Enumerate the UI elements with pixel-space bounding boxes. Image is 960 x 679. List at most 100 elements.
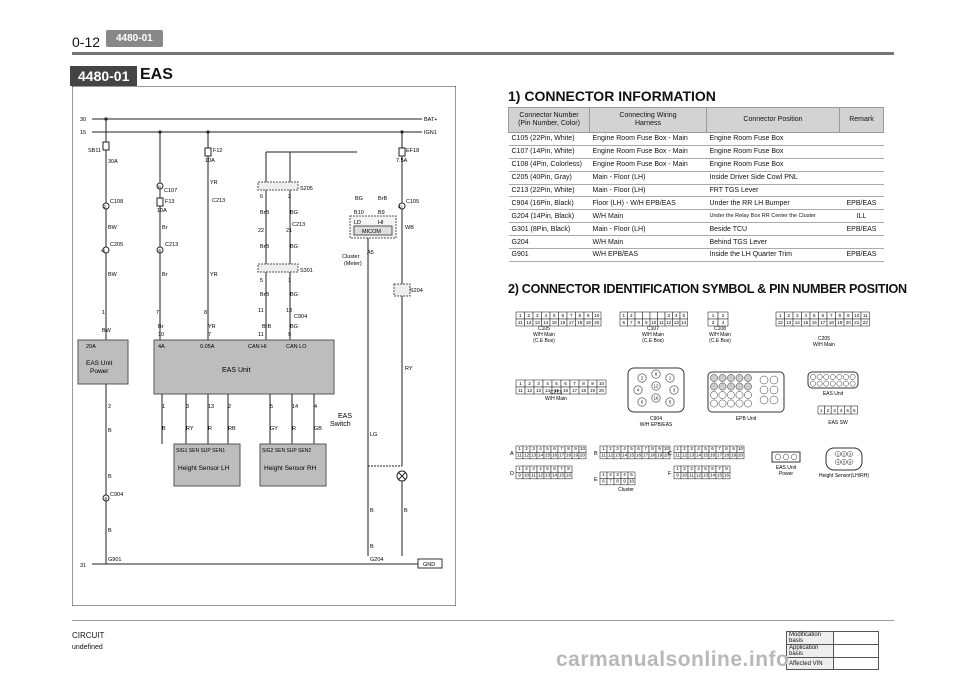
pin-label: 1 <box>102 310 105 316</box>
g204-label: G204 <box>370 557 383 563</box>
pin-number: 15 <box>554 388 560 393</box>
fuse-sb11 <box>102 141 110 151</box>
pin-number: 18 <box>581 388 587 393</box>
eas-unit-pin <box>823 374 830 380</box>
pin-number: 1 <box>518 466 521 471</box>
connector-symbol-title: 2) CONNECTOR IDENTIFICATION SYMBOL & PIN… <box>508 282 907 296</box>
pin-number: 7 <box>560 466 563 471</box>
ign-label: IGN1 <box>424 130 437 136</box>
pin-label: 14 <box>292 404 298 410</box>
pin-number: 11 <box>689 473 694 478</box>
pin-number: 21 <box>854 320 860 325</box>
pin-label: 5 <box>260 278 263 284</box>
epb-pin <box>759 385 769 395</box>
pin-number: 13 <box>536 388 542 393</box>
pin-label: 52 <box>101 248 106 253</box>
connector-pin <box>102 494 110 502</box>
pin-number: 4 <box>697 446 700 451</box>
epb-pin <box>769 375 779 385</box>
cell-remark: EPB/EAS <box>839 222 884 237</box>
pin-number: 13 <box>531 453 537 458</box>
cluster-pin <box>736 452 745 460</box>
pin-number: 2 <box>843 453 845 457</box>
epb-pin <box>759 395 769 405</box>
table-row: C105 (22Pin, White)Engine Room Fuse Box … <box>508 132 884 146</box>
fuse-f12-rating: 10A <box>205 158 215 164</box>
pin-number: 7 <box>570 313 573 318</box>
cell-harness: Engine Room Fuse Box - Main <box>589 158 707 172</box>
fuse-sb11-rating: 30A <box>108 159 118 165</box>
cell-position: Engine Room Fuse Box <box>706 132 840 146</box>
wire-brb-label: BrB <box>260 244 270 250</box>
c904-pin <box>651 369 661 379</box>
cluster-pin <box>564 472 573 480</box>
pin-number: 8 <box>567 446 570 451</box>
epb-pin <box>744 374 752 382</box>
epb-pin <box>727 399 735 408</box>
pin-number: 20 <box>738 453 744 458</box>
wire-lg-label: LG <box>370 432 377 438</box>
pin-number: 2 <box>787 313 790 318</box>
cell-remark <box>839 235 884 250</box>
pin-number: 14 <box>795 320 801 325</box>
pin-number: 10 <box>738 446 744 451</box>
epb-pin <box>727 374 735 382</box>
pin-number: 12 <box>526 320 532 325</box>
pin-number: 1 <box>676 446 679 451</box>
pin-label: 2 <box>288 194 291 200</box>
wire-bg-label: BG <box>290 244 298 250</box>
pin-number: 16 <box>563 388 569 393</box>
c213-label: C213 <box>212 198 225 204</box>
cell-connector: C205 (40Pin, Gray) <box>508 171 590 185</box>
wire-gy-label: GY <box>270 426 278 432</box>
pin-number: 9 <box>623 479 626 484</box>
pin-number: 5 <box>630 472 633 477</box>
fuse-sb11-label: SB11 <box>88 148 101 154</box>
pin-number: 15 <box>717 473 723 478</box>
basis-row: Modification basis <box>786 631 879 645</box>
cluster-connector-letter: A <box>510 451 514 457</box>
fuse-ef18-rating: 7.5A <box>396 158 408 164</box>
s205-label: S205 <box>300 186 313 192</box>
pin-number: 8 <box>582 381 585 386</box>
pin-label: 6 <box>159 248 162 253</box>
cluster-pin <box>662 452 671 460</box>
pin-label: 7 <box>208 332 211 338</box>
fuse-f13-label: F13 <box>165 199 174 205</box>
pin-label: 8 <box>204 310 207 316</box>
eas-unit-pin <box>816 374 823 380</box>
pin-number: 6 <box>564 381 567 386</box>
wire-brb-label: BrB <box>262 324 272 330</box>
pin-number: 15 <box>545 453 551 458</box>
pin-number: 2 <box>630 313 633 318</box>
cell-remark <box>839 158 884 172</box>
cluster-connector-letter: C <box>668 451 672 457</box>
pin-number: 12 <box>778 320 784 325</box>
pin-number: 7 <box>644 446 647 451</box>
cell-remark <box>839 171 884 185</box>
epb-pin <box>735 399 744 408</box>
basis-table: Modification basis Application basis Aff… <box>786 631 879 670</box>
pin-number: 10 <box>580 446 586 451</box>
c904-pin <box>651 393 661 403</box>
pin-label: 11 <box>258 308 264 314</box>
connector-pin <box>156 246 164 254</box>
c107-pin <box>679 318 688 327</box>
pin-label: 2 <box>104 204 107 209</box>
pin-number: 19 <box>590 388 596 393</box>
pin-number: 9 <box>574 446 577 451</box>
cluster-label-line: (Meter) <box>344 261 362 267</box>
c213-label: C213 <box>165 242 178 248</box>
cell-harness: Engine Room Fuse Box - Main <box>589 132 707 146</box>
fuse-f12 <box>204 147 212 157</box>
c904-label: C904 <box>110 492 123 498</box>
pin-number: 2 <box>609 472 612 477</box>
table-row: C108 (4Pin, Colorless)Engine Room Fuse B… <box>508 158 884 172</box>
footer-circuit: CIRCUIT <box>72 631 105 640</box>
eas-unit-power-line: EAS Unit <box>86 360 113 367</box>
eas-unit-box <box>153 339 335 395</box>
fuse-f13 <box>156 197 164 207</box>
pin-number: 13 <box>689 453 695 458</box>
fuse-005a-label: 0.05A <box>200 344 215 350</box>
pin-number: 1 <box>602 446 605 451</box>
